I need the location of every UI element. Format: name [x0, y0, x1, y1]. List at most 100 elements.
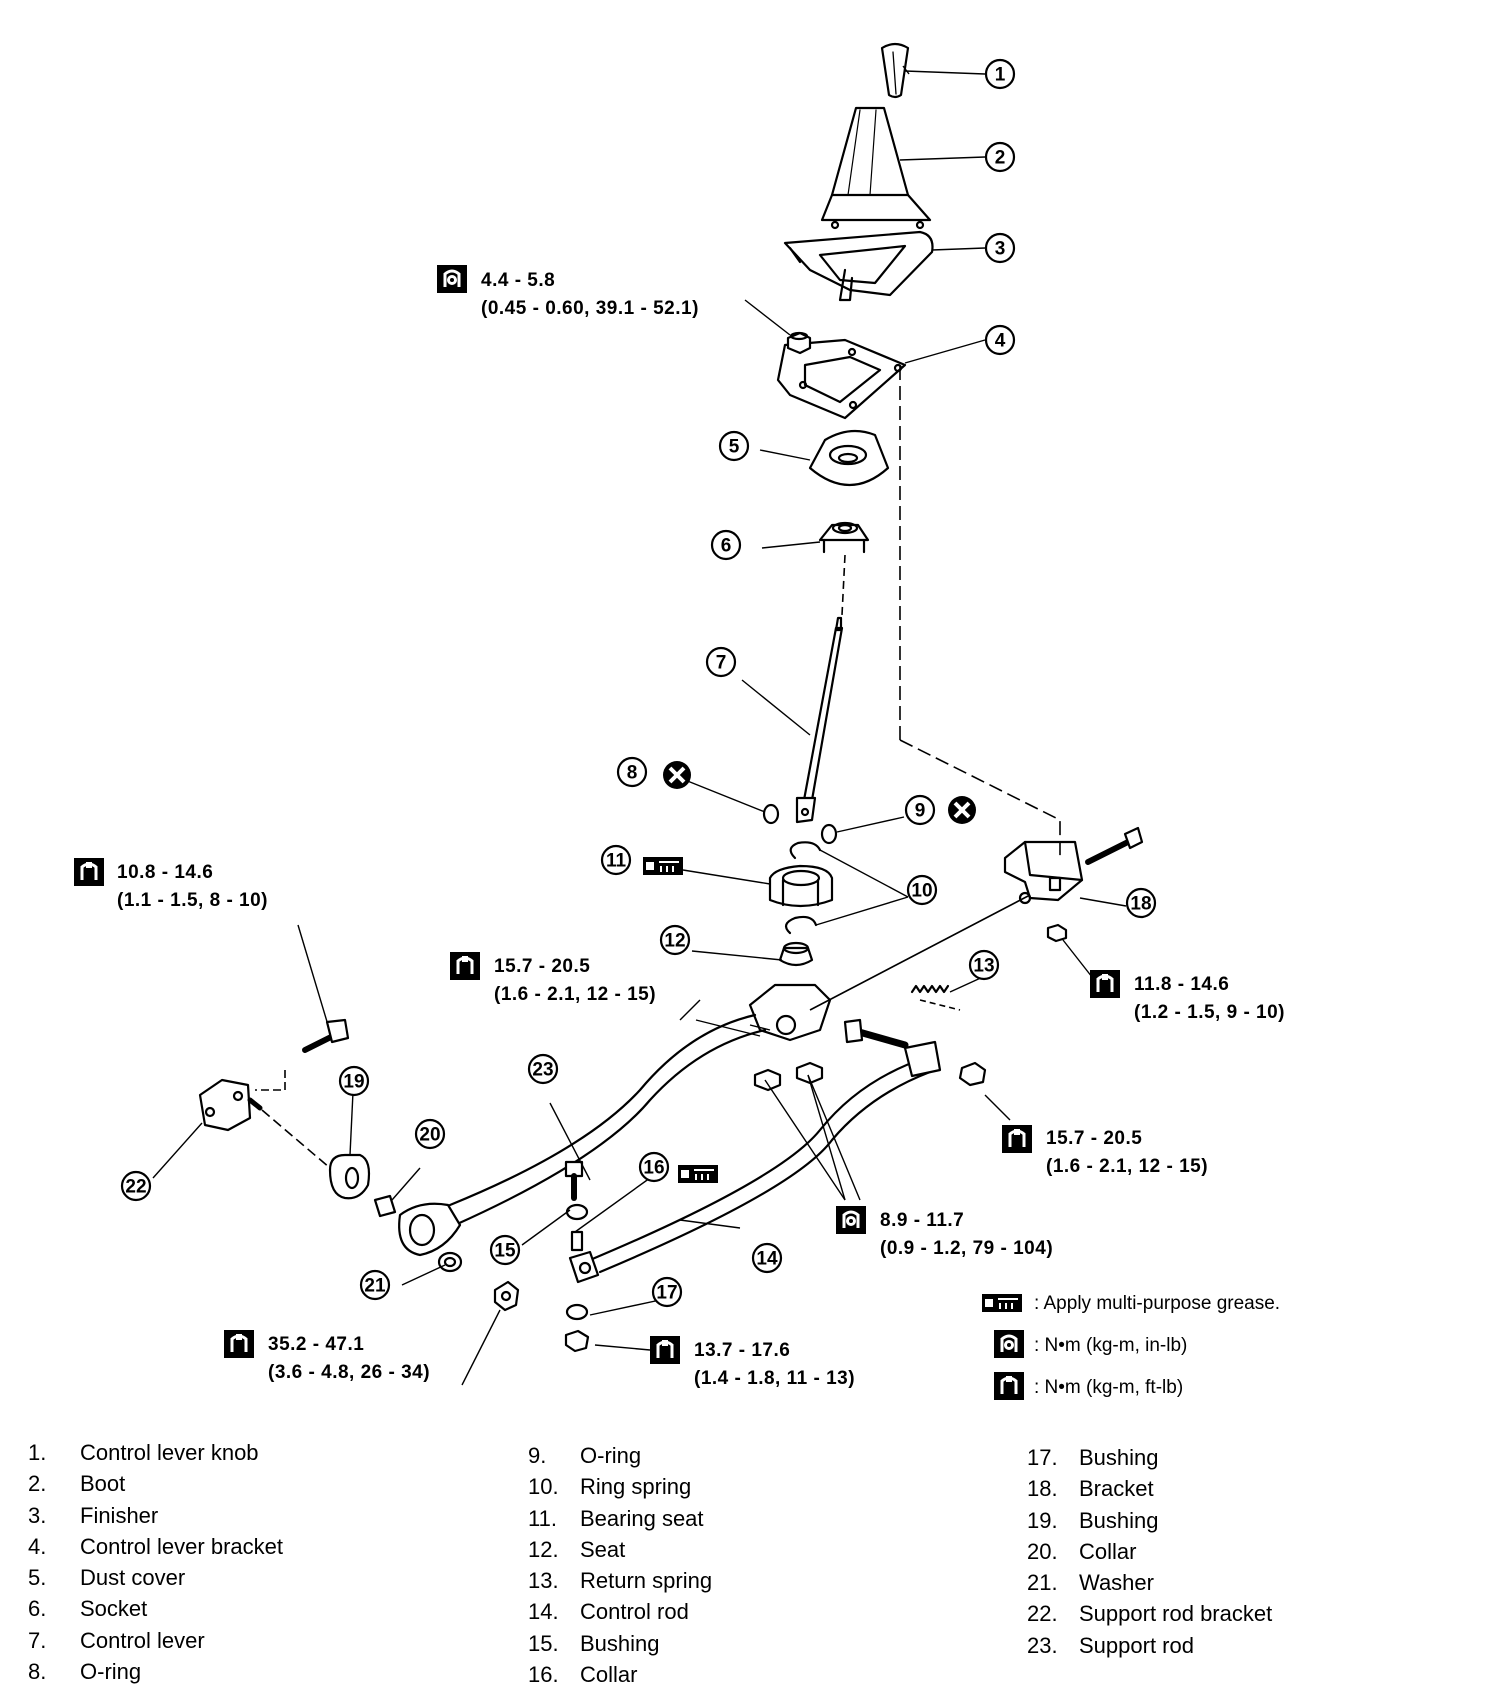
center-mount-bracket-part	[748, 983, 832, 1042]
torque-5-sub: (1.6 - 2.1, 12 - 15)	[1046, 1156, 1208, 1177]
callout-number: 12	[664, 931, 685, 952]
rod-end-nut-part	[493, 1280, 520, 1312]
part-number: 3.	[28, 1502, 47, 1528]
parts-list-item: 6. Socket	[28, 1596, 283, 1627]
callout-number: 6	[721, 536, 732, 557]
grease-symbol-16-icon	[677, 1164, 719, 1184]
part-name: Support rod	[1079, 1632, 1194, 1658]
support-rod-bracket-bolt-part	[302, 1018, 350, 1053]
parts-list-item: 10.Ring spring	[528, 1474, 712, 1505]
bearing-seat-part	[768, 864, 834, 908]
part-number: 9.	[528, 1443, 547, 1468]
boot-part	[820, 106, 932, 230]
callout-6: 6	[710, 529, 742, 561]
part-name: Control rod	[580, 1599, 689, 1625]
callout-circle	[718, 430, 750, 462]
control-rod-nut-part	[958, 1061, 987, 1087]
part-number: 8.	[28, 1659, 47, 1685]
parts-list-item: 3. Finisher	[28, 1503, 283, 1534]
parts-list-item: 11.Bearing seat	[528, 1506, 712, 1537]
parts-list-item: 16.Collar	[528, 1662, 712, 1693]
part-name: Dust cover	[80, 1565, 186, 1591]
callout-2: 2	[984, 141, 1016, 173]
bracket-nut-lower-part	[1046, 923, 1068, 943]
control-lever-part	[795, 616, 844, 824]
callout-17: 17	[651, 1276, 683, 1308]
part-number: 23.	[1027, 1632, 1058, 1658]
parts-list-item: 2.Boot	[28, 1471, 283, 1502]
part-number: 7.	[28, 1627, 47, 1653]
torque-ftlb-7-icon	[222, 1328, 256, 1360]
callout-14: 14	[751, 1242, 783, 1274]
parts-list-item: 23. Support rod	[1027, 1633, 1272, 1664]
part-name: Ring spring	[580, 1474, 692, 1500]
parts-list-item: 13.Return spring	[528, 1568, 712, 1599]
bushing-15-part	[565, 1203, 589, 1221]
callout-13: 13	[968, 949, 1000, 981]
callout-11: 11	[600, 844, 632, 876]
part-number: 2.	[28, 1471, 47, 1497]
callout-circle	[651, 1276, 683, 1308]
bracket-nut-part	[786, 331, 812, 355]
part-number: 14.	[528, 1599, 559, 1625]
callout-19: 19	[338, 1065, 370, 1097]
torque-7-main: 35.2 - 47.1	[268, 1334, 364, 1355]
torque-inlb-6-icon	[834, 1204, 868, 1236]
callout-number: 20	[419, 1125, 440, 1146]
torque-8-main: 13.7 - 17.6	[694, 1340, 790, 1361]
torque-4-main: 11.8 - 14.6	[1134, 974, 1229, 995]
control-rod-end-bolt-part	[564, 1160, 584, 1201]
torque-6-sub: (0.9 - 1.2, 79 - 104)	[880, 1238, 1053, 1259]
control-rod-part	[568, 1040, 942, 1284]
callout-circle	[338, 1065, 370, 1097]
center-nut-left-part	[753, 1068, 782, 1092]
callout-number: 17	[656, 1283, 677, 1304]
bracket-bolt-part	[1085, 826, 1144, 865]
callout-circle	[984, 324, 1016, 356]
callout-12: 12	[659, 924, 691, 956]
callout-number: 1	[995, 65, 1006, 86]
part-name: Control lever bracket	[80, 1533, 283, 1559]
callout-circle	[906, 874, 938, 906]
part-name: Collar	[580, 1662, 638, 1688]
control-lever-bracket-part	[776, 338, 907, 420]
part-name: Seat	[580, 1536, 626, 1562]
finisher-part	[783, 230, 934, 302]
callout-number: 13	[973, 956, 994, 977]
control-lever-knob-part	[880, 42, 910, 99]
grease-symbol-11-icon	[642, 856, 684, 876]
callout-circle	[359, 1269, 391, 1301]
part-name: Finisher	[80, 1502, 159, 1528]
part-name: Socket	[80, 1596, 148, 1622]
part-name: Control lever	[80, 1627, 205, 1653]
legend-inlb-icon	[992, 1328, 1026, 1360]
washer-part	[437, 1251, 463, 1273]
callout-18: 18	[1125, 887, 1157, 919]
callout-number: 15	[494, 1241, 516, 1262]
part-number: 17.	[1027, 1445, 1058, 1470]
callout-number: 23	[532, 1060, 553, 1081]
part-number: 5.	[28, 1565, 47, 1591]
callout-8: 8	[616, 756, 648, 788]
torque-4-sub: (1.2 - 1.5, 9 - 10)	[1134, 1002, 1285, 1023]
part-name: Bushing	[1079, 1445, 1159, 1470]
part-number: 6.	[28, 1596, 47, 1622]
callout-circle	[659, 924, 691, 956]
parts-list-item: 5. Dust cover	[28, 1565, 283, 1596]
part-number: 11.	[528, 1505, 557, 1531]
callout-number: 14	[756, 1249, 778, 1270]
part-name: Bushing	[1079, 1507, 1159, 1533]
torque-8-sub: (1.4 - 1.8, 11 - 13)	[694, 1368, 855, 1389]
callout-number: 10	[911, 881, 932, 902]
parts-list-item: 21.Washer	[1027, 1570, 1272, 1601]
torque-inlb-1-icon	[435, 263, 469, 295]
callout-circle	[984, 141, 1016, 173]
callout-16: 16	[638, 1151, 670, 1183]
callout-22: 22	[120, 1170, 152, 1202]
torque-2-sub: (1.1 - 1.5, 8 - 10)	[117, 890, 268, 911]
parts-list-item: 17. Bushing	[1027, 1445, 1272, 1476]
callout-1: 1	[984, 58, 1016, 90]
part-number: 18.	[1027, 1476, 1058, 1502]
symbol-legend: : Apply multi-purpose grease. : N•m (kg-…	[981, 1293, 1280, 1402]
callout-circle	[638, 1151, 670, 1183]
